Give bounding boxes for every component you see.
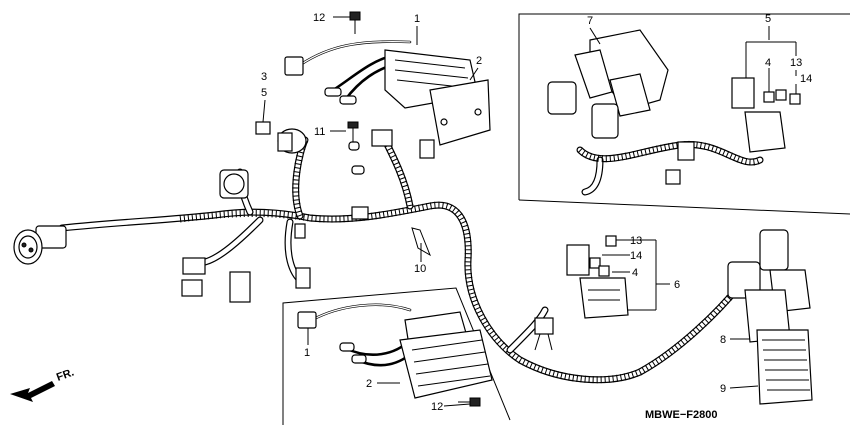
front-round-connector bbox=[13, 225, 67, 265]
callout-11: 11 bbox=[314, 126, 325, 138]
diagram-code: MBWE−F2800 bbox=[645, 409, 717, 421]
ecu-couplers-right bbox=[727, 229, 813, 405]
small-relay-3-5 bbox=[255, 121, 271, 135]
round-sensor-connector bbox=[277, 128, 307, 154]
callout-12-bottom: 12 bbox=[431, 401, 443, 413]
front-direction-arrow-icon bbox=[10, 381, 55, 402]
callout-5-left: 5 bbox=[261, 87, 267, 99]
callout-4-right: 4 bbox=[765, 57, 771, 69]
callout-6: 6 bbox=[674, 279, 680, 291]
front-direction-label: FR. bbox=[55, 366, 76, 383]
callout-13-right: 13 bbox=[790, 57, 802, 69]
callout-1-top: 1 bbox=[414, 13, 420, 25]
callout-4-mid: 4 bbox=[632, 267, 638, 279]
callout-9: 9 bbox=[720, 383, 726, 395]
callout-12-top: 12 bbox=[313, 12, 325, 24]
inset-couplers bbox=[547, 81, 695, 185]
callout-7: 7 bbox=[587, 15, 593, 27]
callout-2-top: 2 bbox=[476, 55, 482, 67]
harness-clip-10 bbox=[411, 227, 432, 257]
callout-13-mid: 13 bbox=[630, 235, 642, 247]
callout-1-bottom: 1 bbox=[304, 347, 310, 359]
fuse-box-5-right bbox=[731, 77, 801, 153]
regulator-bottom bbox=[297, 303, 493, 407]
regulator-top bbox=[284, 11, 491, 146]
fuse-box-6 bbox=[566, 235, 629, 319]
callout-14-mid: 14 bbox=[630, 250, 642, 262]
callout-3: 3 bbox=[261, 71, 267, 83]
bolt-11 bbox=[347, 121, 359, 142]
inset-top-right-harness bbox=[576, 140, 764, 196]
callout-labels: 12 1 2 3 5 11 10 7 5 4 13 14 13 14 4 6 1… bbox=[261, 12, 812, 413]
small-block-connectors bbox=[181, 223, 311, 303]
callout-2-bottom: 2 bbox=[366, 378, 372, 390]
ecu-module-7 bbox=[574, 29, 669, 117]
callout-10: 10 bbox=[414, 263, 426, 275]
relay-connector-mid bbox=[534, 317, 554, 351]
callout-5-right: 5 bbox=[765, 13, 771, 25]
leader-lines bbox=[262, 16, 797, 407]
multi-pin-connector-left bbox=[219, 169, 249, 199]
callout-14-right: 14 bbox=[800, 73, 812, 85]
inset-frame-top-right bbox=[518, 13, 850, 215]
center-coupler-group bbox=[348, 129, 435, 220]
callout-8: 8 bbox=[720, 334, 726, 346]
